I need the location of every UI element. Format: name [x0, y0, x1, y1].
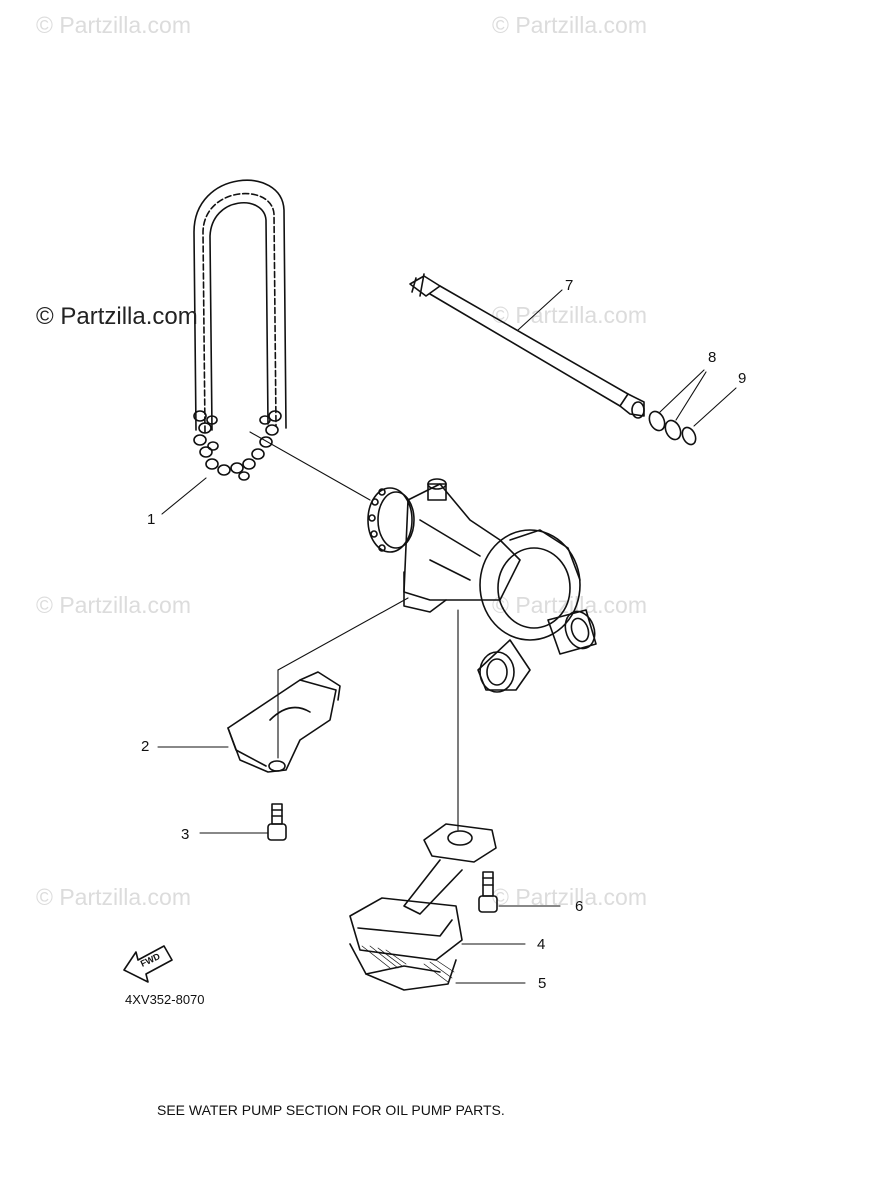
callout-4[interactable]: 4	[537, 936, 546, 953]
diagram-code: 4XV352-8070	[125, 992, 205, 1007]
leader-lines	[157, 289, 737, 984]
fwd-arrow-icon	[123, 945, 173, 983]
strainer-screen[interactable]	[349, 943, 457, 991]
watermark: © Partzilla.com	[36, 884, 191, 910]
watermark: © Partzilla.com	[492, 302, 647, 328]
callout-5[interactable]: 5	[538, 975, 547, 992]
footnote: SEE WATER PUMP SECTION FOR OIL PUMP PART…	[157, 1102, 505, 1118]
bolt-3[interactable]	[267, 803, 287, 841]
callout-8[interactable]: 8	[708, 349, 717, 366]
watermark: © Partzilla.com	[36, 592, 191, 618]
callout-6[interactable]: 6	[575, 898, 584, 915]
o-rings[interactable]	[646, 409, 698, 447]
partzilla-watermark: © Partzilla.com	[36, 303, 198, 330]
callout-7[interactable]: 7	[565, 277, 574, 294]
watermark: © Partzilla.com	[492, 12, 647, 38]
drive-chain[interactable]	[193, 179, 287, 481]
pump-cover[interactable]	[227, 671, 341, 773]
oil-pipe[interactable]	[409, 273, 645, 419]
callout-1[interactable]: 1	[147, 511, 156, 528]
bolt-6[interactable]	[478, 871, 498, 913]
oil-pump-assembly	[367, 478, 597, 693]
oil-strainer[interactable]	[349, 823, 497, 961]
callout-3[interactable]: 3	[181, 826, 190, 843]
callout-9[interactable]: 9	[738, 370, 747, 387]
callout-2[interactable]: 2	[141, 738, 150, 755]
watermark: © Partzilla.com	[36, 12, 191, 38]
chain-links	[193, 410, 282, 481]
